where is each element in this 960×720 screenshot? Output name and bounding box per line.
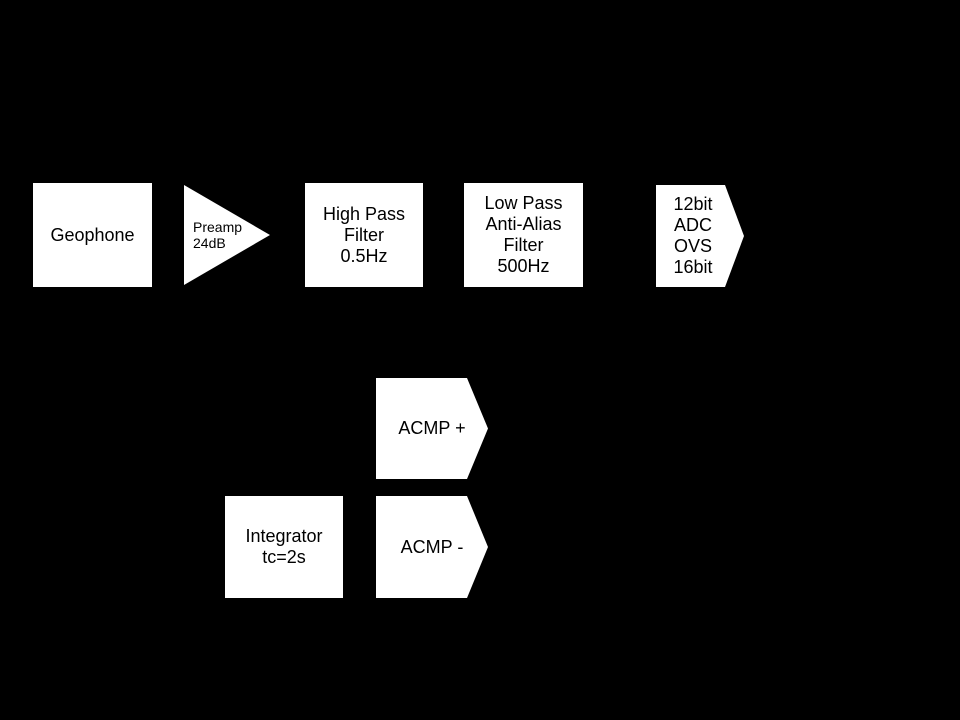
node-acmp-plus-arrow: ACMP + [376,378,488,479]
node-label: 500Hz [497,256,550,276]
node-label: Filter [503,235,544,255]
node-label: 24dB [193,235,226,251]
node-label: ADC [673,215,712,235]
node-label: OVS [673,236,712,256]
node-acmp-minus-arrow: ACMP - [376,496,488,598]
node-label: Filter [344,224,384,245]
node-integrator: Integrator tc=2s [225,496,343,598]
node-label: tc=2s [262,547,306,567]
node-geophone: Geophone [33,183,152,287]
node-low-pass-anti-alias-filter: Low Pass Anti-Alias Filter 500Hz [464,183,583,287]
node-label: ACMP - [400,536,464,557]
node-preamp-amplifier-triangle: Preamp 24dB [184,185,270,285]
node-adc-arrow: 12bit ADC OVS 16bit [656,185,744,287]
node-label: Geophone [50,224,135,245]
node-label: 0.5Hz [340,245,388,266]
node-label: High Pass [322,203,406,224]
node-label: Integrator [245,526,323,546]
node-label: ACMP + [398,418,466,438]
node-label: Anti-Alias [485,214,562,234]
node-high-pass-filter: High Pass Filter 0.5Hz [305,183,423,287]
node-label: 16bit [673,257,713,277]
node-label: 12bit [673,194,713,214]
node-label: Preamp [193,219,243,235]
node-label: Low Pass [484,193,563,213]
